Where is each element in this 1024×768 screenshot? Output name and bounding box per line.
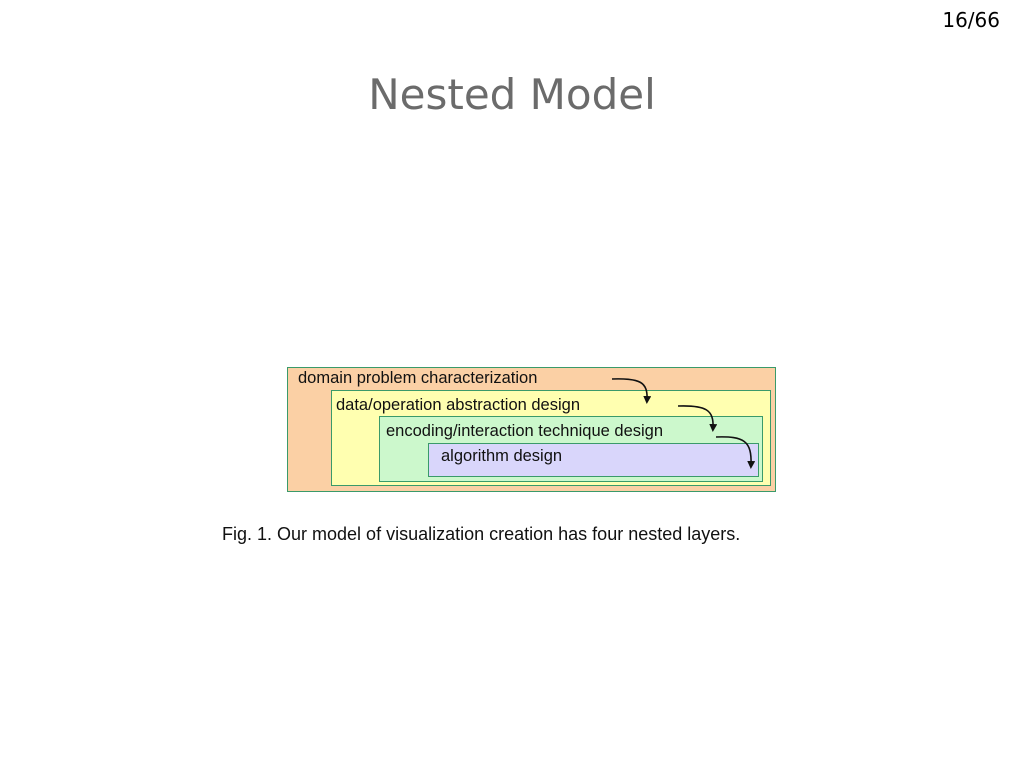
layer-abstraction-label: data/operation abstraction design bbox=[336, 396, 581, 414]
slide-title: Nested Model bbox=[368, 70, 656, 119]
layer-encoding-label: encoding/interaction technique design bbox=[386, 422, 664, 440]
layer-algorithm-box bbox=[428, 443, 759, 477]
figure-caption: Fig. 1. Our model of visualization creat… bbox=[222, 524, 741, 544]
layer-algorithm-label: algorithm design bbox=[441, 447, 563, 465]
layer-domain-label: domain problem characterization bbox=[298, 369, 538, 387]
page-number: 16/66 bbox=[942, 8, 1000, 32]
